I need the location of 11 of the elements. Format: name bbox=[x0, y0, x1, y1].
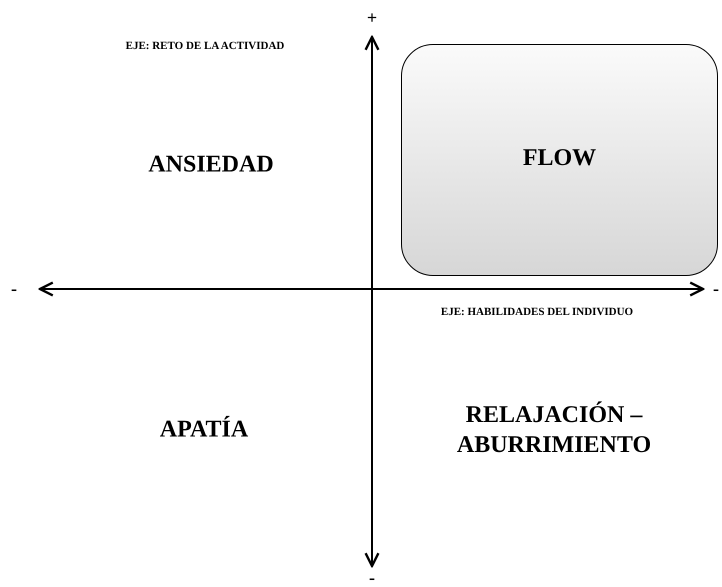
rounded-box bbox=[401, 44, 718, 276]
axis-title: EJE: HABILIDADES DEL INDIVIDUO bbox=[440, 306, 634, 318]
quadrant-label: APATÍA bbox=[160, 416, 248, 444]
axis-sign: - bbox=[713, 278, 719, 300]
axis-sign: - bbox=[11, 278, 17, 300]
quadrant-label: RELAJACIÓN – ABURRIMIENTO bbox=[456, 400, 652, 460]
axis-title: EJE: RETO DE LA ACTIVIDAD bbox=[126, 40, 284, 52]
box-label: FLOW bbox=[522, 145, 596, 172]
axis-sign: + bbox=[366, 8, 378, 28]
quadrant-label: ANSIEDAD bbox=[148, 152, 274, 178]
axis-sign: - bbox=[369, 568, 375, 587]
